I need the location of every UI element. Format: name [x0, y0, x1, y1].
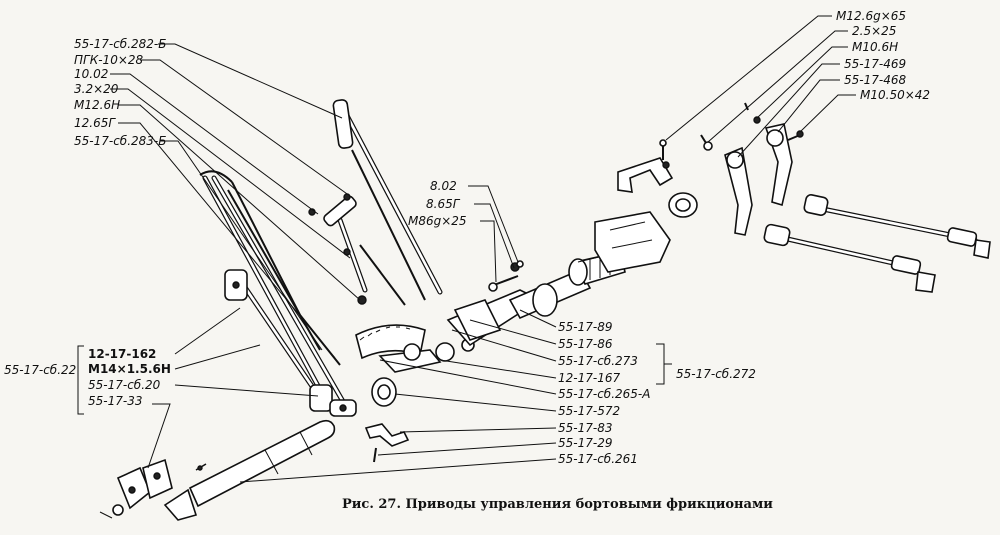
label-55-17-sb-283-b: 55-17-сб.283-Б — [74, 134, 166, 148]
figure-caption: Рис. 27. Приводы управления бортовыми фр… — [342, 497, 773, 512]
label-m10-50x42: М10.50×42 — [860, 88, 930, 102]
label-2-5x25: 2.5×25 — [852, 24, 896, 38]
label-55-17-83: 55-17-83 — [558, 421, 612, 435]
label-10-02: 10.02 — [74, 67, 108, 81]
label-55-17-86: 55-17-86 — [558, 337, 613, 351]
label-8-02: 8.02 — [430, 179, 457, 193]
lever-55-17-469 — [724, 146, 753, 236]
label-3-2x20: 3.2×20 — [74, 82, 119, 96]
group-label-55-17-sb-22: 55-17-сб.22 — [4, 363, 76, 377]
label-55-17-sb-20: 55-17-сб.20 — [88, 378, 161, 392]
label-m10-6n: М10.6Н — [852, 40, 898, 54]
label-m12-6n: М12.6Н — [74, 98, 120, 112]
label-55-17-29: 55-17-29 — [558, 436, 612, 450]
label-55-17-89: 55-17-89 — [558, 320, 612, 334]
label-m14x1-5-6n: М14×1.5.6Н — [88, 362, 171, 376]
label-12-17-167: 12-17-167 — [558, 371, 620, 385]
group-bracket-left — [77, 345, 84, 415]
cover-bracket — [594, 211, 671, 273]
label-12-17-162: 12-17-162 — [88, 347, 156, 361]
label-55-17-469: 55-17-469 — [844, 57, 906, 71]
label-55-17-sb-282-b: 55-17-сб.282-Б — [74, 37, 166, 51]
label-55-17-sb-261: 55-17-сб.261 — [558, 452, 638, 466]
label-55-17-468: 55-17-468 — [844, 73, 906, 87]
leader-lines — [110, 15, 856, 483]
label-55-17-sb-273: 55-17-сб.273 — [558, 354, 638, 368]
group-label-55-17-sb-272: 55-17-сб.272 — [676, 367, 756, 381]
label-m86gx25: М86g×25 — [408, 214, 467, 228]
parts-drawing — [99, 99, 991, 521]
bracket-55-17-83 — [364, 423, 410, 447]
lower-shaft — [188, 419, 336, 508]
group-bracket-right — [656, 343, 665, 385]
lever-handle-grip — [332, 99, 354, 149]
label-55-17-sb-265-a: 55-17-сб.265-А — [558, 387, 650, 401]
label-12-65g: 12.65Г — [74, 116, 116, 130]
label-55-17-572: 55-17-572 — [558, 404, 620, 418]
label-pgk-10x28: ПГК-10×28 — [74, 53, 144, 67]
label-m12-6gx65: М12.6g×65 — [836, 9, 906, 23]
label-55-17-33: 55-17-33 — [88, 394, 142, 408]
label-8-65g: 8.65Г — [426, 197, 461, 211]
